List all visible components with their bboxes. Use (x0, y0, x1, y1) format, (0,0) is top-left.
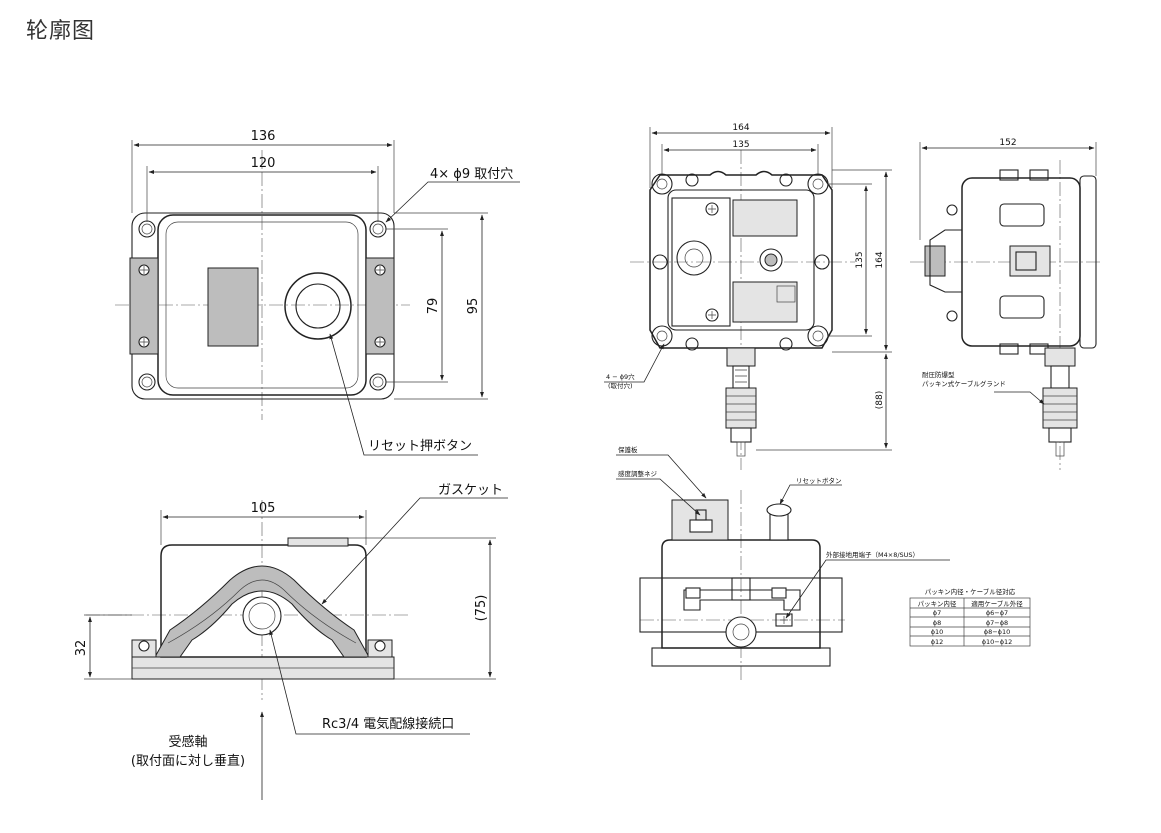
label-gland-2: パッキン式ケーブルグランド (922, 379, 1006, 388)
label-axis-2: (取付面に対し垂直) (131, 754, 245, 769)
label-axis-1: 受感軸 (168, 734, 207, 750)
table-cell: ϕ12 (931, 638, 944, 646)
dim-width-outer: 136 (251, 129, 276, 144)
table-cell: ϕ8−ϕ10 (984, 628, 1010, 636)
right-side-view (910, 142, 1100, 470)
table-cell: ϕ7 (933, 609, 941, 617)
dim-height-outer: 95 (466, 298, 481, 315)
label-holes-2: (取付穴) (608, 381, 633, 390)
table-cell: ϕ7−ϕ8 (986, 619, 1008, 627)
label-reset-button-small: リセットボタン (796, 476, 842, 485)
label-gland-1: 耐圧防爆型 (922, 370, 955, 379)
dim-side-width: 152 (999, 138, 1016, 148)
packing-table (909, 597, 1031, 647)
table-cell: ϕ10−ϕ12 (982, 638, 1013, 646)
left-front-view (84, 497, 508, 800)
dim-gland-length: (88) (875, 391, 885, 409)
label-cover-plate: 保護板 (618, 445, 638, 454)
page-title: 轮廓图 (26, 19, 96, 44)
left-top-view (115, 140, 520, 456)
dim-height-inner: 79 (426, 298, 441, 315)
label-ext-terminal: 外部接地用端子（M4×8/SUS） (826, 550, 919, 559)
right-front-view (604, 127, 892, 470)
label-conduit: Rc3/4 電気配線接続口 (322, 716, 454, 732)
label-holes-1: 4 − ϕ9穴 (606, 372, 635, 381)
dim-front-base: 32 (74, 640, 89, 657)
dim-width-inner: 120 (251, 156, 276, 171)
dim-right-height-outer: 164 (875, 251, 885, 268)
label-mount-holes: 4× ϕ9 取付穴 (430, 167, 513, 182)
dim-right-width-outer: 164 (732, 123, 749, 133)
dim-right-width-inner: 135 (732, 140, 749, 150)
dim-front-width: 105 (251, 501, 276, 516)
right-bottom-view (616, 454, 950, 680)
label-reset-button: リセット押ボタン (368, 439, 472, 454)
table-cell: ϕ6−ϕ7 (986, 609, 1008, 617)
label-gasket: ガスケット (438, 483, 503, 498)
label-sens-screw: 感度調整ネジ (618, 469, 658, 478)
dim-right-height-inner: 135 (855, 251, 865, 268)
table-cell: ϕ10 (931, 628, 944, 636)
table-cell: ϕ8 (933, 619, 941, 627)
dim-front-height: (75) (474, 595, 489, 622)
table-title: パッキン内径・ケーブル径対応 (925, 587, 1016, 596)
table-header: パッキン内径 (918, 599, 957, 608)
table-header: 適用ケーブル外径 (971, 599, 1023, 608)
